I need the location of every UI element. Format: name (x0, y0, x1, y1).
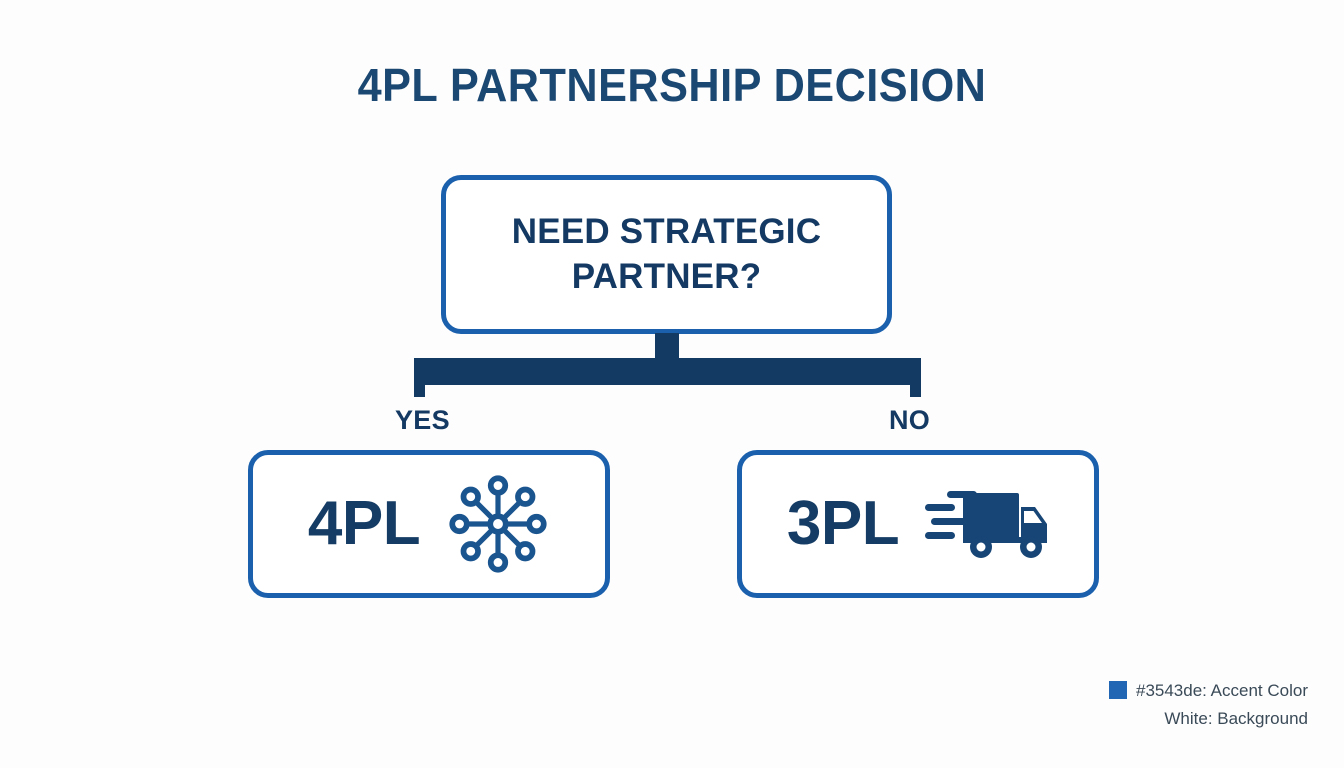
delivery-truck-icon (925, 485, 1049, 563)
outcome-label-4pl: 4PL (307, 489, 421, 558)
legend-row-accent: #3543de: Accent Color (1108, 677, 1308, 704)
legend-background-label: White: Background (1164, 708, 1308, 728)
outcome-node-4pl[interactable]: 4PL (248, 450, 610, 598)
network-hub-icon (446, 472, 550, 576)
connector-stub-right (910, 358, 921, 397)
connector-stem (655, 333, 679, 360)
connector-horizontal-bar (414, 358, 921, 385)
outcome-node-3pl[interactable]: 3PL (737, 450, 1099, 598)
connector-stub-left (414, 358, 425, 397)
branch-label-yes: YES (395, 405, 450, 435)
branch-label-no: NO (889, 405, 931, 435)
page-title: 4PL PARTNERSHIP DECISION (357, 59, 987, 111)
legend-accent-label: #3543de: Accent Color (1135, 680, 1308, 700)
decision-node[interactable]: NEED STRATEGIC PARTNER? (441, 175, 892, 334)
legend-color-swatch (1108, 681, 1127, 700)
decision-question-label: NEED STRATEGIC PARTNER? (511, 212, 822, 296)
outcome-label-3pl: 3PL (786, 489, 900, 558)
legend: #3543de: Accent Color White: Background (1108, 677, 1308, 732)
